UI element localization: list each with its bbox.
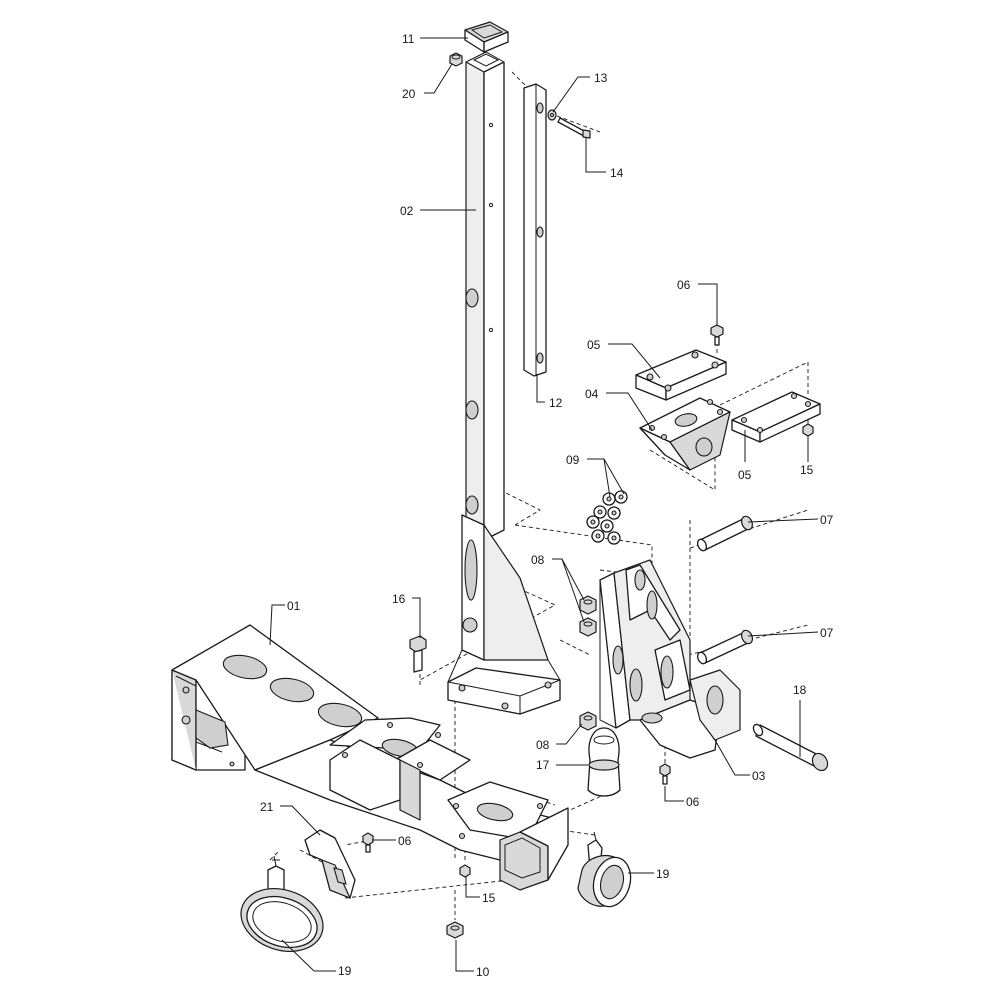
part-21-bracket <box>304 829 356 899</box>
leader-20 <box>424 63 453 94</box>
callout-16: 16 <box>392 592 406 606</box>
leader-05a <box>608 343 661 379</box>
callout-02: 02 <box>400 204 414 218</box>
leader-16 <box>412 597 421 638</box>
part-19-right-caster <box>577 831 632 908</box>
leader-06b <box>664 786 684 802</box>
callout-08-upper: 08 <box>531 553 545 567</box>
leader-15b <box>465 877 480 898</box>
leader-03 <box>714 739 750 776</box>
callout-09: 09 <box>566 453 580 467</box>
part-12-flat-bar <box>523 83 547 377</box>
part-07-lower-pin <box>696 629 754 665</box>
part-05-right-plate <box>731 391 821 443</box>
leader-19a-main <box>281 939 334 972</box>
callout-04: 04 <box>585 387 599 401</box>
part-09-washer-cluster <box>586 490 628 545</box>
callout-07-upper: 07 <box>820 513 834 527</box>
callout-19-left: 19 <box>338 964 352 978</box>
callout-06-left: 06 <box>398 834 412 848</box>
leader-07b <box>747 631 819 637</box>
part-15-upper-nut <box>802 423 814 437</box>
part-05-upper-plate <box>635 349 727 401</box>
leader-09 <box>587 458 625 498</box>
callout-15-lower: 15 <box>482 891 496 905</box>
callout-10: 10 <box>476 965 490 979</box>
callout-05-upper: 05 <box>587 338 601 352</box>
callout-05-right: 05 <box>738 468 752 482</box>
callout-06-top: 06 <box>677 278 691 292</box>
part-10-base-nut <box>446 921 464 939</box>
callout-11: 11 <box>402 32 415 46</box>
callout-21: 21 <box>260 800 274 814</box>
part-01-base-frame <box>171 624 569 891</box>
part-06-left-bolt <box>362 832 374 853</box>
part-19-left-caster <box>240 855 324 952</box>
part-06-top-bolt <box>710 324 724 346</box>
leader-21 <box>280 805 321 836</box>
leader-12 <box>536 374 545 403</box>
leader-10 <box>455 940 474 972</box>
callout-18: 18 <box>793 683 807 697</box>
callout-19-right: 19 <box>656 867 670 881</box>
part-03-hitch-bracket <box>599 559 741 759</box>
callout-labels: 11 20 13 14 02 12 06 05 04 05 15 09 07 0… <box>260 32 834 979</box>
part-02-post-base <box>447 514 561 715</box>
leader-13 <box>552 76 590 113</box>
part-13-washer <box>547 109 557 121</box>
leader-lines <box>269 37 819 972</box>
part-07-upper-pin <box>696 515 754 552</box>
callout-06-lower: 06 <box>686 795 700 809</box>
callout-20: 20 <box>402 87 416 101</box>
callout-13: 13 <box>594 71 608 85</box>
part-08-nuts-upper <box>579 595 597 637</box>
leader-01 <box>269 604 285 646</box>
part-17-ball-cover <box>587 727 621 797</box>
part-04-mount-block <box>639 397 731 471</box>
leader-07a <box>747 518 819 523</box>
part-02-vertical-post <box>465 51 505 541</box>
leader-04 <box>606 392 653 431</box>
callout-12: 12 <box>549 396 563 410</box>
callout-08-lower: 08 <box>536 738 550 752</box>
part-15-lower-nut <box>459 864 471 878</box>
callout-15-upper: 15 <box>800 463 814 477</box>
part-18-long-pin <box>752 723 829 772</box>
leader-08a <box>552 558 585 623</box>
callout-07-lower: 07 <box>820 626 834 640</box>
part-08-nut-lower <box>579 711 597 731</box>
callout-01: 01 <box>287 599 301 613</box>
part-11-end-cap <box>464 21 509 53</box>
callout-03: 03 <box>752 769 766 783</box>
leader-14 <box>585 138 606 173</box>
part-20-small-nut <box>449 52 463 67</box>
part-06-lower-bolt <box>659 763 671 785</box>
leader-08b <box>556 723 583 745</box>
leader-06a <box>698 283 718 326</box>
callout-17: 17 <box>536 758 550 772</box>
part-14-bolt <box>557 117 591 139</box>
callout-14: 14 <box>610 166 624 180</box>
part-16-bolt <box>409 635 427 673</box>
